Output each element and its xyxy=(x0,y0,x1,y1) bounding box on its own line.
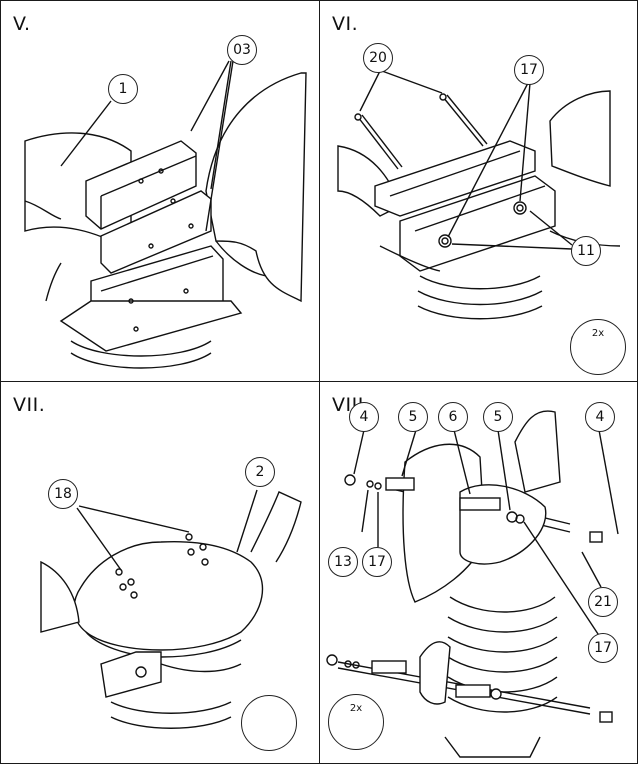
panel-8-drawing xyxy=(326,410,619,758)
quantity-label: 2x xyxy=(591,328,605,339)
callout: 11 xyxy=(571,236,601,266)
panel-step-7: VII. 18 2 xyxy=(0,381,320,764)
tool-inset: 2x xyxy=(570,319,626,375)
step-label: VII. xyxy=(13,394,46,416)
tool-inset: 2x xyxy=(328,694,384,750)
callout: 03 xyxy=(227,35,257,65)
callout: 2 xyxy=(245,457,275,487)
tool-inset xyxy=(241,695,297,751)
callout: 5 xyxy=(398,402,428,432)
callout: 13 xyxy=(328,547,358,577)
callout: 4 xyxy=(349,402,379,432)
step-label: V. xyxy=(13,13,31,35)
callout: 6 xyxy=(438,402,468,432)
panel-step-6: VI. 20 17 11 2x xyxy=(319,0,638,382)
panel-step-5: V. 1 03 xyxy=(0,0,320,382)
panel-5-drawing xyxy=(24,60,307,369)
callout: 17 xyxy=(514,55,544,85)
step-label: VI. xyxy=(332,13,359,35)
callout: 5 xyxy=(483,402,513,432)
quantity-label: 2x xyxy=(349,703,363,714)
panel-step-8: VIII. 4 5 6 5 4 13 17 21 17 2x xyxy=(319,381,638,764)
callout: 4 xyxy=(585,402,615,432)
callout: 17 xyxy=(362,547,392,577)
callout: 18 xyxy=(48,479,78,509)
panel-7-drawing xyxy=(40,489,302,743)
panel-6-drawing xyxy=(337,70,621,350)
callout: 17 xyxy=(588,633,618,663)
callout: 20 xyxy=(363,43,393,73)
callout: 1 xyxy=(108,74,138,104)
callout: 21 xyxy=(588,587,618,617)
